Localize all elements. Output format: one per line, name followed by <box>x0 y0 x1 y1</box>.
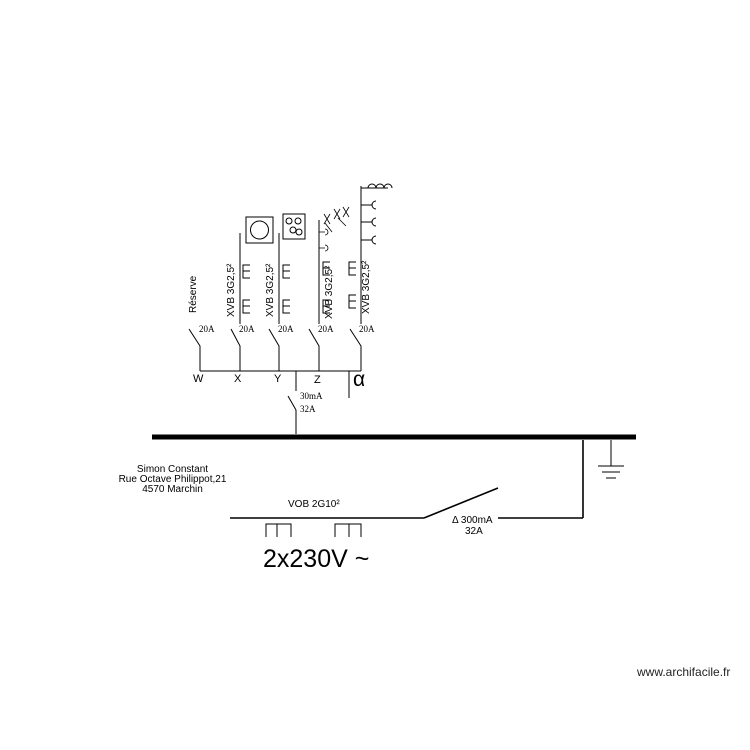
cooktop-icon <box>282 213 306 240</box>
circuit-alpha-rating: 20A <box>359 324 375 334</box>
main-breaker-rating: 32A <box>465 526 483 537</box>
circuit-x-rating: 20A <box>239 324 255 334</box>
circuit-breakers <box>188 328 362 371</box>
circuit-y-rating: 20A <box>278 324 294 334</box>
rcd-30ma <box>287 371 297 434</box>
supply-voltage: 2x230V ~ <box>263 545 370 573</box>
socket-outlets-icon <box>361 183 393 245</box>
owner-address: Simon Constant Rue Octave Philippot,21 4… <box>100 465 245 495</box>
circuit-w-id: W <box>193 373 204 385</box>
earth-ground-icon <box>598 440 624 479</box>
circuit-cables <box>239 186 362 324</box>
owner-city: 4570 Marchin <box>142 484 203 495</box>
outlet-symbols <box>242 261 356 314</box>
supply-cable-label: VOB 2G10² <box>288 499 340 510</box>
rcd-rating: 32A <box>300 404 316 414</box>
owner-street: Rue Octave Philippot,21 <box>118 474 227 485</box>
owner-name: Simon Constant <box>136 464 209 475</box>
cooking-plate-icon <box>245 216 274 244</box>
circuit-y-cable-label: XVB 3G2,5² <box>265 263 276 317</box>
circuit-alpha-cable-label: XVB 3G2,5² <box>361 260 372 314</box>
meter-symbols <box>265 523 362 537</box>
circuit-w-rating: 20A <box>199 324 215 334</box>
circuit-z-id: Z <box>314 374 321 386</box>
reserve-label: Réserve <box>188 275 199 313</box>
circuit-z-cable-label: XVB 3G2,5² <box>324 265 335 319</box>
alpha-symbol: α <box>353 368 366 391</box>
main-breaker-sensitivity: Δ 300mA <box>452 515 493 526</box>
light-points-icon <box>319 206 350 252</box>
circuit-x-id: X <box>234 373 242 385</box>
circuit-z-rating: 20A <box>318 324 334 334</box>
main-supply-line <box>230 440 584 519</box>
rcd-sensitivity: 30mA <box>300 391 323 401</box>
circuit-x-cable-label: XVB 3G2,5² <box>226 263 237 317</box>
circuit-y-id: Y <box>274 373 282 385</box>
footer-watermark[interactable]: www.archifacile.fr <box>637 665 731 679</box>
